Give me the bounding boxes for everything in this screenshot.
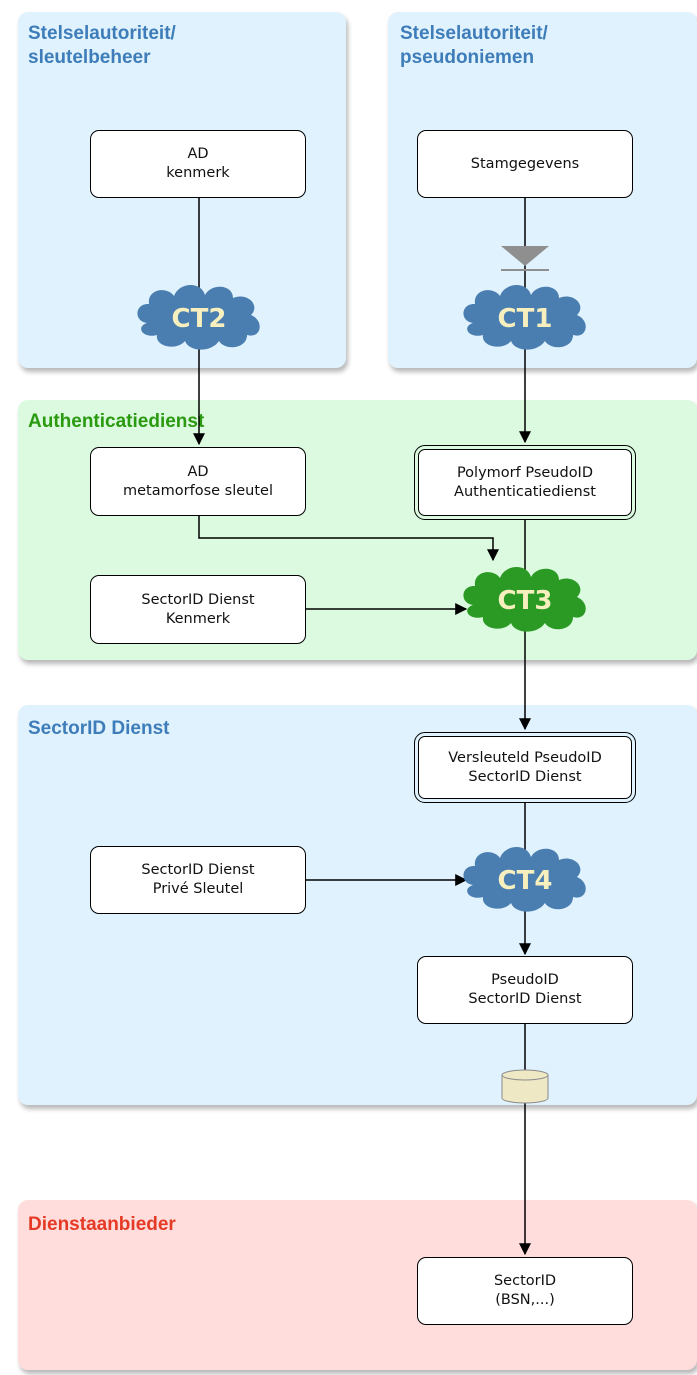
cloud-ct1-label: CT1 — [498, 304, 553, 334]
cloud-ct3: CT3 — [463, 566, 586, 632]
box-sectorid-dienst-kenmerk: SectorID Dienst Kenmerk — [90, 575, 306, 644]
lane-title-sectorid-dienst: SectorID Dienst — [28, 718, 170, 739]
lane-title-pseudoniemen: Stelselautoriteit/ pseudoniemen — [400, 23, 548, 68]
box-ad-kenmerk: AD kenmerk — [90, 130, 306, 198]
cloud-ct4: CT4 — [463, 846, 586, 912]
merge-triangle-icon — [501, 246, 549, 271]
box-stamgegevens: Stamgegevens — [417, 130, 633, 198]
box-sectorid-dienst-prive-sleutel: SectorID Dienst Privé Sleutel — [90, 846, 306, 914]
box-polymorf-pseudoid: Polymorf PseudoID Authenticatiedienst — [414, 445, 636, 520]
cloud-ct3-label: CT3 — [498, 586, 553, 616]
cloud-ct1: CT1 — [463, 284, 586, 350]
box-ad-metamorfose-sleutel: AD metamorfose sleutel — [90, 447, 306, 516]
lane-title-sleutelbeheer: Stelselautoriteit/ sleutelbeheer — [28, 23, 176, 68]
edge-ad-metamorfose-ct3 — [198, 516, 499, 562]
box-sectorid-bsn: SectorID (BSN,...) — [417, 1257, 633, 1325]
lane-title-authenticatiedienst: Authenticatiedienst — [28, 411, 205, 432]
box-versleuteld-pseudoid: Versleuteld PseudoID SectorID Dienst — [414, 732, 636, 803]
cloud-ct2-label: CT2 — [172, 304, 227, 334]
cloud-ct4-label: CT4 — [498, 866, 553, 896]
lane-title-dienstaanbieder: Dienstaanbieder — [28, 1214, 176, 1235]
cloud-ct2: CT2 — [137, 284, 260, 350]
box-pseudoid-sectorid-dienst: PseudoID SectorID Dienst — [417, 956, 633, 1024]
database-cylinder-icon — [501, 1069, 549, 1104]
